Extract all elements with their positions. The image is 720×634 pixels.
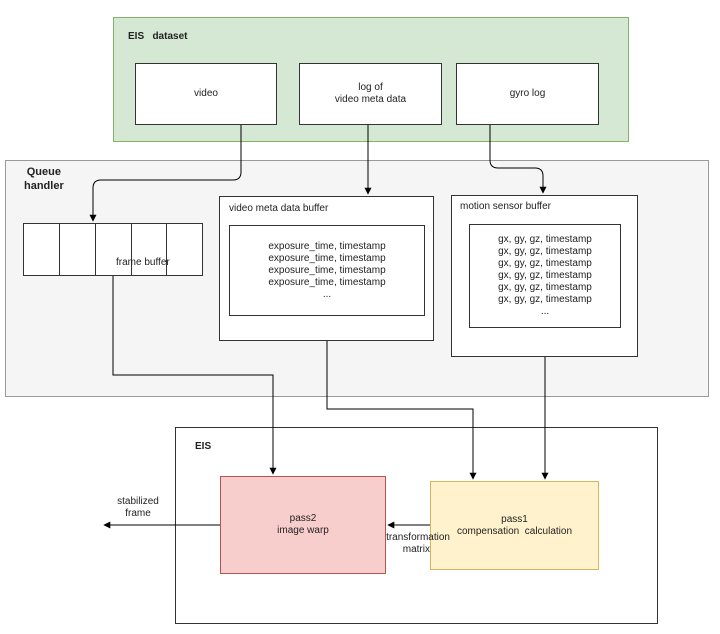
pass1-node: pass1 compensation calculation — [430, 481, 599, 570]
meta-buffer-line: exposure_time, timestamp — [268, 252, 386, 264]
video-source-label: video — [194, 88, 218, 99]
frame-slot-divider — [59, 223, 60, 276]
gyro-log-node: gyro log — [456, 63, 599, 125]
pass1-label-2: compensation calculation — [456, 525, 573, 537]
meta-buffer-line: exposure_time, timestamp — [268, 276, 386, 288]
motion-buffer-line: ... — [540, 306, 550, 317]
frame-buffer-node — [23, 223, 203, 276]
meta-buffer-content: exposure_time, timestamp exposure_time, … — [229, 225, 425, 316]
motion-buffer-title: motion sensor buffer — [460, 201, 551, 212]
meta-log-label-2: video meta data — [334, 94, 407, 105]
motion-buffer-line: gx, gy, gz, timestamp — [498, 246, 592, 257]
pass2-label-1: pass2 — [289, 513, 317, 524]
motion-buffer-line: gx, gy, gz, timestamp — [498, 282, 592, 293]
meta-buffer-title: video meta data buffer — [229, 203, 329, 214]
motion-buffer-line: gx, gy, gz, timestamp — [498, 234, 592, 245]
pass2-label-2: image warp — [277, 525, 329, 536]
meta-buffer-line: ... — [322, 288, 332, 300]
eis-dataset-title: EIS dataset — [128, 31, 188, 42]
meta-log-node: log of video meta data — [299, 63, 442, 125]
video-source-node: video — [135, 63, 277, 125]
motion-buffer-line: gx, gy, gz, timestamp — [498, 270, 592, 281]
meta-log-label-1: log of — [358, 82, 383, 93]
eis-title: EIS — [195, 441, 212, 452]
motion-buffer-line: gx, gy, gz, timestamp — [498, 294, 592, 305]
pass1-label-1: pass1 — [501, 513, 528, 525]
frame-slot-divider — [131, 223, 132, 276]
meta-buffer-line: exposure_time, timestamp — [268, 264, 386, 276]
pass2-node: pass2 image warp — [220, 476, 386, 574]
frame-slot-divider — [166, 223, 167, 276]
gyro-log-label: gyro log — [509, 88, 546, 99]
stabilized-frame-label: stabilized frame — [117, 496, 159, 519]
frame-slot-divider — [95, 223, 96, 276]
motion-buffer-content: gx, gy, gz, timestamp gx, gy, gz, timest… — [469, 224, 621, 328]
motion-buffer-line: gx, gy, gz, timestamp — [498, 258, 592, 269]
queue-handler-title: Queue handler — [24, 166, 64, 192]
frame-buffer-label: frame buffer — [116, 257, 170, 268]
meta-buffer-line: exposure_time, timestamp — [268, 240, 386, 252]
transformation-matrix-label: transformation matrix — [386, 532, 450, 555]
